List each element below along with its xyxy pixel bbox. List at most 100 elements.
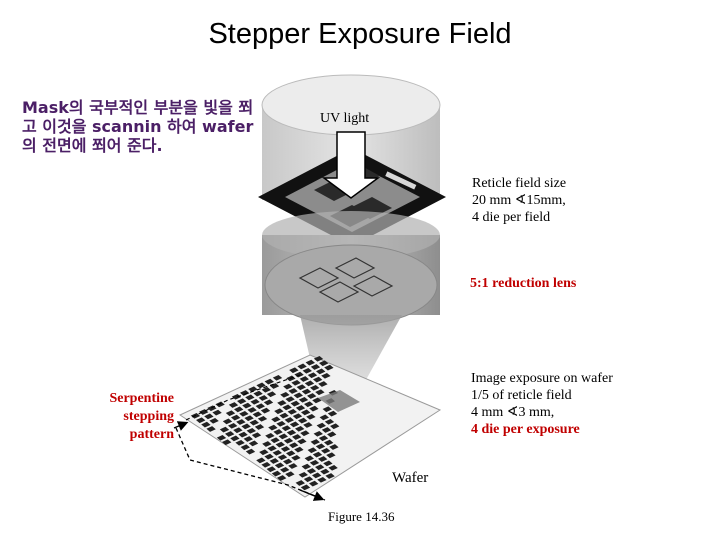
serpentine-label: Serpentine stepping pattern — [88, 390, 174, 444]
wafer-die — [237, 398, 247, 405]
reduction-lens — [262, 211, 440, 326]
wafer-die — [257, 415, 268, 422]
wafer-die — [321, 427, 332, 433]
wafer-die — [216, 434, 227, 441]
wafer-die — [318, 456, 328, 462]
wafer-die — [248, 386, 258, 393]
wafer-die — [306, 413, 316, 420]
wafer-die — [255, 403, 265, 410]
wafer-die — [315, 389, 325, 396]
wafer-die — [288, 463, 298, 469]
page-title: Stepper Exposure Field — [208, 18, 512, 50]
wafer-die — [294, 446, 304, 453]
wafer-die — [306, 468, 317, 474]
wafer-die — [319, 414, 329, 421]
wafer-die — [252, 411, 262, 418]
wafer-die — [310, 364, 321, 370]
wafer-die — [307, 447, 317, 454]
wafer-die — [316, 368, 326, 375]
wafer-die — [228, 402, 239, 408]
wafer-die — [295, 425, 305, 432]
image-exposure-label: Image exposure on wafer 1/5 of reticle f… — [471, 370, 613, 438]
wafer-die — [231, 414, 241, 421]
wafer-die — [287, 408, 297, 415]
wafer-die — [251, 432, 262, 439]
reticle-line-1: Reticle field size — [472, 176, 567, 191]
wafer-die — [225, 410, 236, 417]
wafer-die — [310, 439, 320, 445]
wafer-die — [321, 372, 331, 379]
wafer-die — [269, 383, 280, 389]
uv-light-arrow — [321, 131, 381, 199]
wafer-die — [299, 376, 309, 382]
wafer-die — [270, 437, 280, 444]
wafer-die — [296, 384, 306, 391]
wafer-die — [298, 471, 308, 478]
wafer-die — [280, 391, 290, 398]
wafer-die — [250, 398, 260, 405]
wafer-die — [244, 415, 254, 422]
wafer-die — [310, 384, 320, 391]
wafer-die — [279, 412, 289, 419]
wafer-die — [247, 407, 257, 413]
wafer-die — [309, 405, 319, 412]
wafer-die — [266, 391, 277, 398]
serpentine-line-2: stepping — [123, 409, 174, 424]
wafer-label: Wafer — [392, 470, 429, 486]
wafer-die — [260, 407, 271, 414]
wafer-die — [319, 360, 329, 367]
wafer-die — [204, 413, 214, 420]
wafer-die — [262, 441, 272, 447]
wafer-die — [254, 424, 265, 430]
figure-caption: Figure 14.36 — [328, 509, 395, 524]
wafer-die — [312, 397, 322, 404]
wafer-die — [305, 359, 315, 366]
wafer-die — [239, 410, 249, 417]
wafer-die — [303, 476, 314, 483]
wafer-die — [298, 396, 309, 403]
wafer-die — [322, 406, 332, 413]
wafer-die — [295, 480, 305, 486]
wafer-die — [196, 417, 206, 424]
wafer-die — [240, 390, 250, 396]
wafer-die — [209, 417, 219, 424]
wafer-die — [303, 422, 313, 428]
wafer-die — [268, 424, 278, 431]
wafer-die — [301, 409, 311, 416]
wafer-die — [258, 395, 268, 401]
wafer-die — [327, 431, 337, 438]
reduction-lens-label: 5:1 reduction lens — [470, 276, 577, 291]
wafer-die — [300, 430, 310, 437]
wafer-die — [283, 437, 294, 444]
wafer-die — [291, 454, 301, 461]
wafer-die — [206, 426, 216, 432]
wafer-die — [292, 413, 303, 420]
wafer-exposure-field — [318, 390, 360, 412]
wafer-die — [297, 363, 307, 370]
serpentine-pointer — [173, 421, 189, 431]
wafer-die — [236, 419, 246, 425]
wafer-die — [272, 449, 282, 456]
wafer-die — [273, 429, 283, 435]
serpentine-path-upper — [185, 374, 301, 421]
image-line-3: 4 mm ∢3 mm, — [471, 405, 555, 420]
wafer-die — [281, 425, 291, 432]
wafer-die — [277, 400, 287, 406]
wafer-die — [264, 453, 274, 460]
wafer-die — [253, 390, 263, 397]
wafer-die — [276, 420, 286, 427]
wafer-die — [312, 472, 322, 479]
wafer-die — [321, 447, 331, 454]
wafer-die — [309, 480, 319, 487]
wafer-die — [329, 444, 339, 450]
wafer-die — [313, 430, 323, 437]
wafer-die — [295, 405, 306, 411]
wafer-die — [309, 459, 320, 466]
wafer-die — [275, 441, 285, 448]
wafer-die — [284, 417, 294, 423]
wafer-die — [278, 433, 288, 440]
wafer-die — [222, 418, 233, 425]
wafer-die — [302, 367, 312, 374]
wafer-die — [313, 376, 323, 383]
wafer-die — [301, 463, 311, 470]
